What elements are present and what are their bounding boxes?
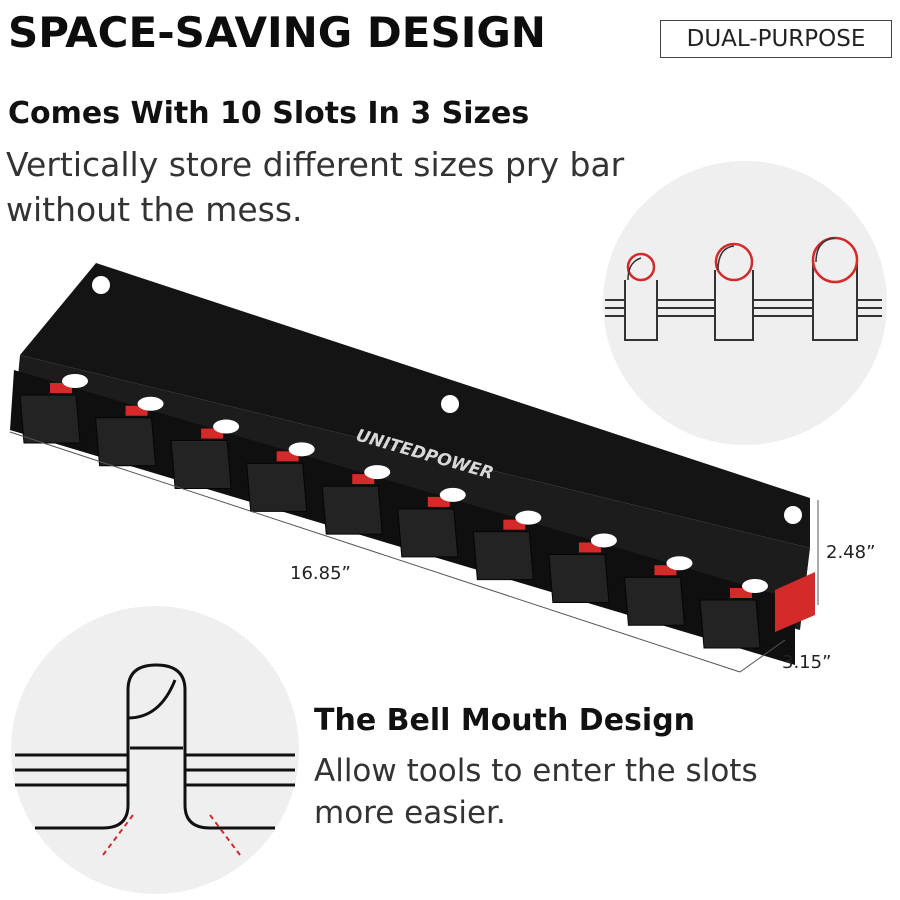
length-dimension-line	[9, 431, 741, 673]
slot-red-insert	[50, 383, 72, 393]
end-cap-red	[775, 572, 815, 632]
slot-opening	[590, 533, 617, 548]
slot-opening	[666, 556, 693, 571]
slot-red-insert	[427, 496, 450, 507]
slot-divider	[699, 599, 761, 649]
slot-divider	[397, 508, 459, 558]
length-dimension-label: 16.85”	[290, 563, 351, 584]
bell-mouth-detail	[11, 606, 299, 894]
slots-feature-title: Comes With 10 Slots In 3 Sizes	[8, 96, 530, 131]
slot-red-insert	[352, 474, 375, 485]
slot-opening	[137, 396, 164, 411]
bell-description-line: Allow tools to enter the slots	[314, 753, 758, 789]
dual-purpose-badge: DUAL-PURPOSE	[660, 20, 892, 58]
slot-red-insert	[654, 565, 677, 576]
depth-dimension-label: 3.15”	[782, 652, 832, 673]
mounting-hole	[92, 276, 110, 294]
detail-circle-background	[603, 161, 887, 445]
slot-divider	[170, 440, 232, 490]
height-dimension-label: 2.48”	[826, 542, 876, 563]
slot-opening	[364, 465, 391, 480]
slot-opening	[742, 579, 768, 593]
slot-opening	[213, 419, 240, 434]
slot-divider	[548, 553, 610, 603]
detail-circle-background	[11, 606, 299, 894]
bell-mouth-feature-title: The Bell Mouth Design	[314, 703, 696, 738]
slot-divider	[472, 531, 534, 581]
page-title: SPACE-SAVING DESIGN	[8, 8, 546, 57]
slot-red-insert	[503, 519, 526, 530]
depth-dimension-line	[739, 639, 786, 673]
slot-divider	[246, 462, 308, 512]
slot-divider	[95, 417, 157, 467]
slot-row	[19, 374, 768, 649]
slot-red-insert	[578, 542, 601, 553]
slot-opening	[439, 487, 466, 502]
slot-divider	[321, 485, 383, 535]
slot-opening	[62, 374, 88, 388]
slot-divider	[19, 394, 81, 444]
mounting-hole	[441, 395, 459, 413]
slot-opening	[515, 510, 542, 525]
tool-rack-tray: UNITEDPOWER	[9, 263, 819, 673]
slots-description-line: Vertically store different sizes pry bar	[6, 145, 625, 184]
bell-description-line: more easier.	[314, 795, 506, 831]
slot-opening	[288, 442, 315, 457]
slot-divider	[623, 576, 685, 626]
slot-sizes-detail	[603, 161, 887, 445]
slot-red-insert	[730, 588, 752, 598]
bell-mouth-feature-description: Allow tools to enter the slots more easi…	[314, 750, 874, 834]
mounting-hole	[784, 506, 802, 524]
slots-feature-description: Vertically store different sizes pry bar…	[6, 142, 686, 232]
slot-red-insert	[201, 428, 224, 439]
slot-red-insert	[276, 451, 299, 462]
slots-description-line: without the mess.	[6, 190, 303, 229]
slot-red-insert	[125, 405, 148, 416]
